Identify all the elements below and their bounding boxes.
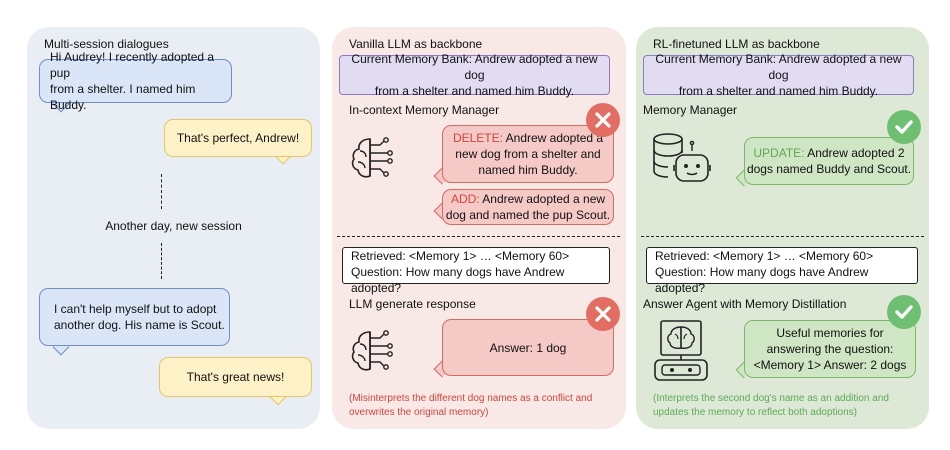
rl-finetuned-panel: RL-finetuned LLM as backbone Current Mem…	[636, 27, 929, 429]
check-badge-icon	[887, 110, 921, 144]
memory-bank-box: Current Memory Bank: Andrew adopted a ne…	[339, 52, 610, 98]
message-line: from a shelter. I named him Buddy.	[50, 82, 196, 112]
brain-circuit-icon	[351, 137, 393, 178]
session-separator: Another day, new session	[105, 219, 242, 233]
answer-bubble: Useful memories for answering the questi…	[744, 320, 916, 378]
message-line: another dog. His name is Scout.	[54, 318, 225, 332]
memory-bank-box: Current Memory Bank: Andrew adopted a ne…	[643, 52, 914, 98]
session-divider-top	[161, 174, 162, 209]
add-keyword: ADD:	[450, 192, 480, 206]
cross-badge-icon	[586, 297, 620, 331]
section-divider	[641, 236, 924, 237]
check-badge-icon	[887, 295, 921, 329]
assistant-message-2: That's great news!	[159, 357, 312, 397]
database-robot-icon	[653, 133, 711, 182]
update-operation: UPDATE: Andrew adopted 2 dogs named Budd…	[744, 137, 914, 185]
section-divider	[337, 236, 620, 237]
vanilla-llm-panel: Vanilla LLM as backbone Current Memory B…	[332, 27, 626, 429]
memory-manager-label: Memory Manager	[643, 103, 738, 117]
user-message-1: Hi Audrey! I recently adopted a pup from…	[39, 50, 232, 112]
panel-title: RL-finetuned LLM as backbone	[653, 37, 820, 51]
retrieval-box: Retrieved: <Memory 1> … <Memory 60> Ques…	[342, 247, 610, 295]
brain-robot-icon	[654, 320, 708, 381]
add-operation: ADD: Andrew adopted a new dog and named …	[442, 189, 614, 225]
assistant-message-1: That's perfect, Andrew!	[164, 119, 312, 157]
panel-title: Vanilla LLM as backbone	[349, 37, 483, 51]
delete-keyword: DELETE:	[452, 131, 503, 145]
answer-agent-label: Answer Agent with Memory Distillation	[643, 297, 847, 311]
success-explanation: (Interprets the second dog's name as an …	[653, 393, 889, 418]
response-label: LLM generate response	[349, 297, 476, 311]
cross-badge-icon	[586, 103, 620, 137]
update-keyword: UPDATE:	[753, 146, 805, 160]
message-line: I can't help myself but to adopt	[54, 302, 217, 316]
multi-session-panel: Multi-session dialogues Hi Audrey! I rec…	[27, 27, 320, 429]
retrieval-box: Retrieved: <Memory 1> … <Memory 60> Ques…	[646, 247, 918, 295]
brain-circuit-icon	[351, 330, 393, 371]
user-message-2: I can't help myself but to adopt another…	[39, 288, 230, 346]
memory-manager-label: In-context Memory Manager	[349, 103, 500, 117]
answer-bubble: Answer: 1 dog	[442, 319, 614, 376]
message-line: Hi Audrey! I recently adopted a pup	[50, 50, 215, 80]
delete-operation: DELETE: Andrew adopted a new dog from a …	[442, 125, 614, 183]
failure-explanation: (Misinterprets the different dog names a…	[349, 393, 593, 418]
session-divider-bottom	[161, 243, 162, 279]
panel-title: Multi-session dialogues	[44, 37, 169, 51]
